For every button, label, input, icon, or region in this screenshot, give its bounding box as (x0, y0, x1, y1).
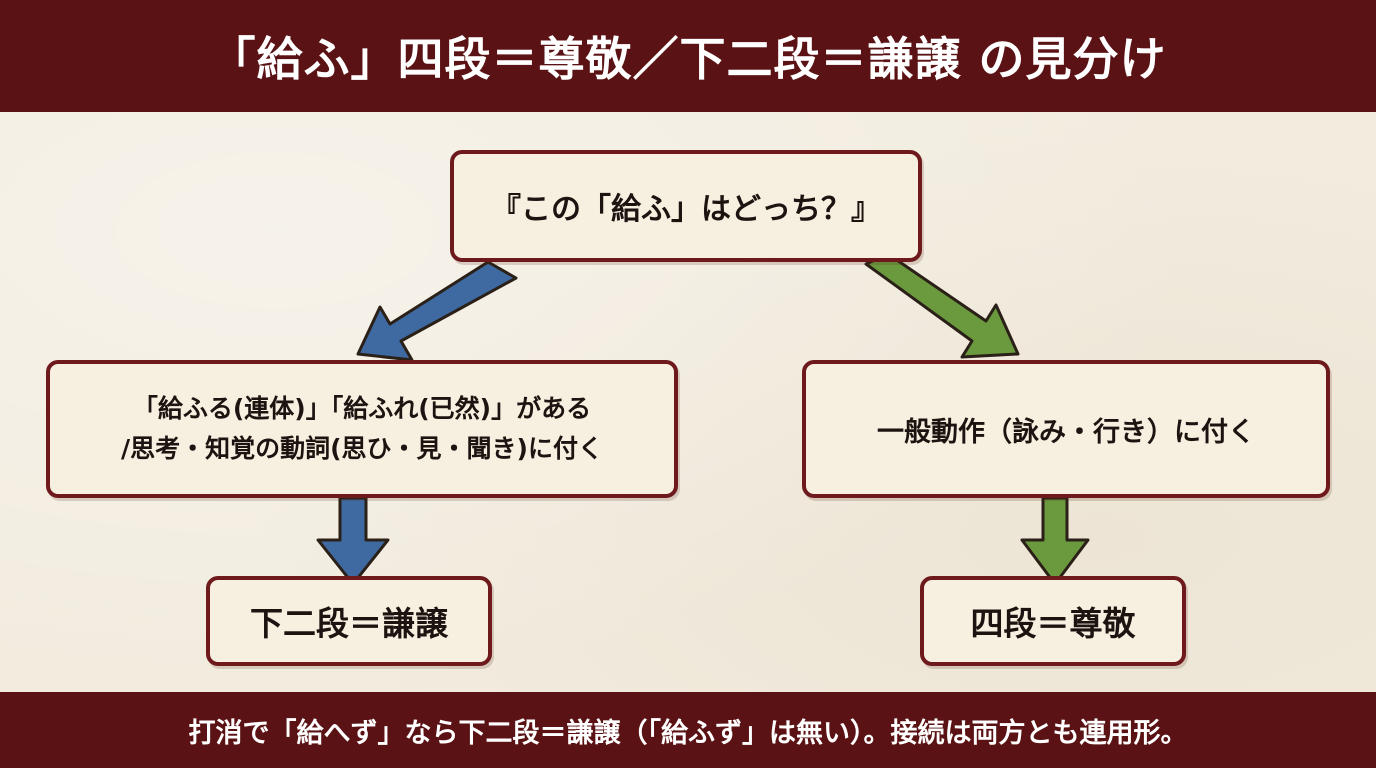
arrow-to-right-condition (864, 252, 1020, 359)
question-text: 『この「給ふ」はどっち？』 (491, 192, 881, 227)
right-result-box: 四段＝尊敬 (920, 576, 1186, 666)
arrow-to-left-condition (356, 260, 518, 362)
title-banner: 「給ふ」四段＝尊敬／下二段＝謙譲 の見分け (0, 0, 1376, 112)
left-result-box: 下二段＝謙譲 (206, 576, 492, 666)
left-result-text: 下二段＝謙譲 (250, 604, 448, 643)
page-title: 「給ふ」四段＝尊敬／下二段＝謙譲 の見分け (209, 32, 1167, 86)
arrow-to-left-result (316, 496, 390, 586)
footer-note: 打消で「給へず」なら下二段＝謙譲（「給ふず」は無い）。接続は両方とも連用形。 (188, 717, 1188, 749)
right-condition-box: 一般動作（詠み・行き）に付く (802, 360, 1330, 498)
left-condition-line2: /思考・知覚の動詞(思ひ・見・聞き)に付く (121, 434, 603, 463)
question-box: 『この「給ふ」はどっち？』 (450, 150, 922, 262)
footer-banner: 打消で「給へず」なら下二段＝謙譲（「給ふず」は無い）。接続は両方とも連用形。 (0, 692, 1376, 768)
arrow-to-right-result (1020, 496, 1090, 586)
right-condition-text: 一般動作（詠み・行き）に付く (877, 416, 1255, 448)
left-condition-line1: 「給ふる(連体)」「給ふれ(已然)」がある (132, 394, 592, 423)
right-result-text: 四段＝尊敬 (970, 604, 1136, 643)
left-condition-box: 「給ふる(連体)」「給ふれ(已然)」がある /思考・知覚の動詞(思ひ・見・聞き)… (46, 360, 678, 498)
